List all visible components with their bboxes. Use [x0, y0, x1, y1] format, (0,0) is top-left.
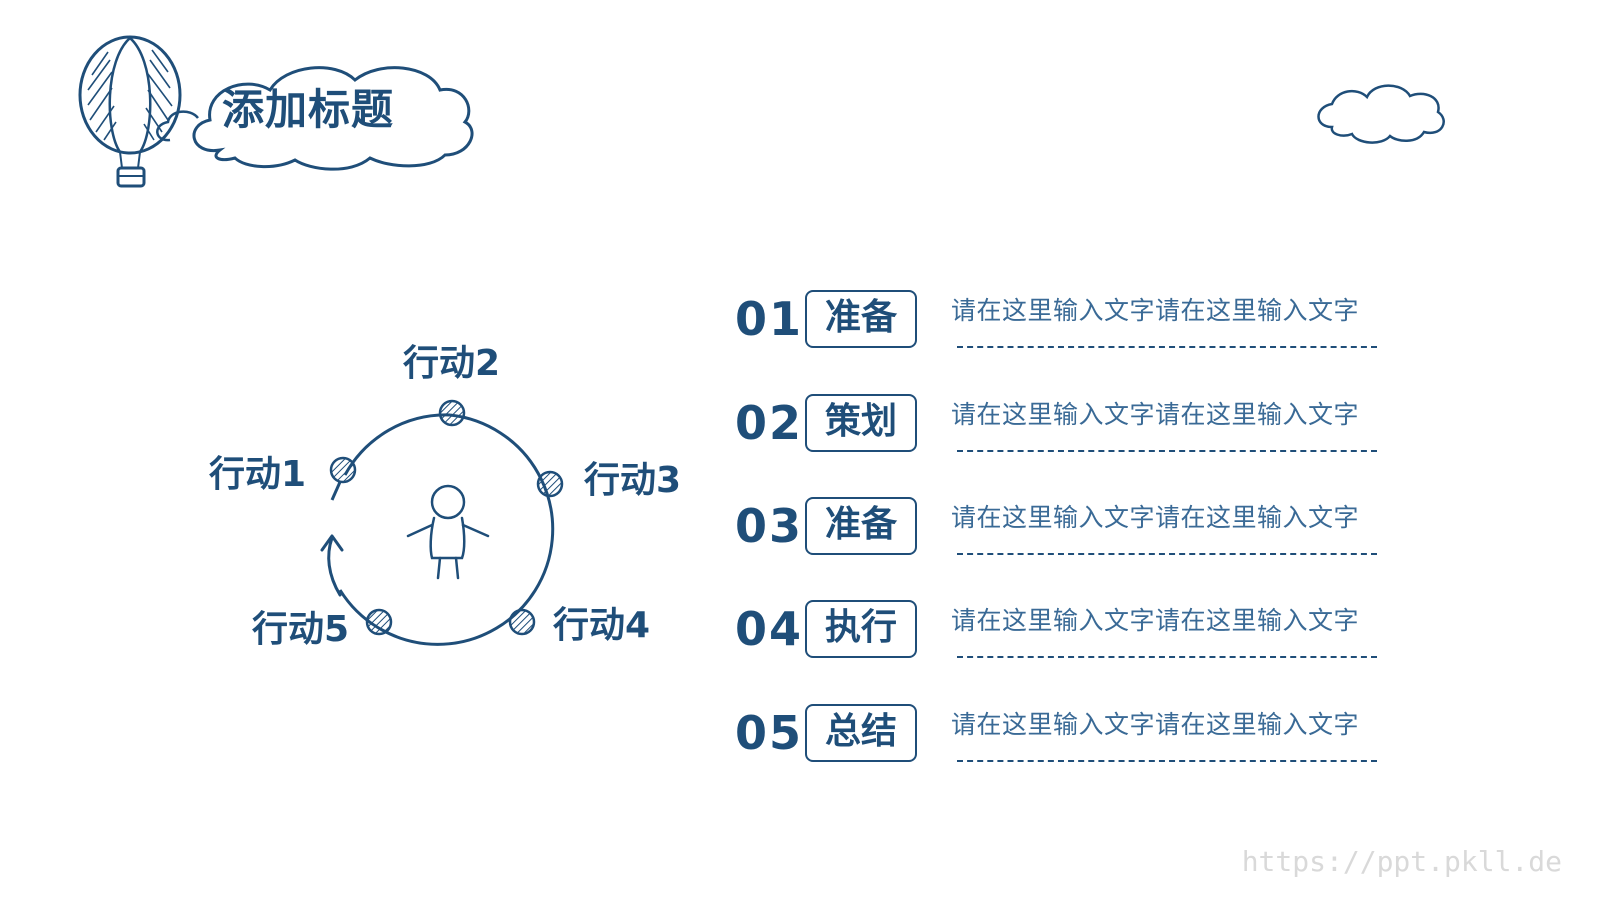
list-item: 02 策划 请在这里输入文字请在这里输入文字: [735, 394, 1395, 480]
page-title: 添加标题: [222, 85, 395, 134]
list-item: 05 总结 请在这里输入文字请在这里输入文字: [735, 704, 1395, 790]
cycle-arrow-icon: [320, 534, 344, 597]
dashed-divider: [957, 346, 1377, 348]
item-tag: 准备: [824, 297, 897, 338]
item-tag: 总结: [824, 711, 897, 752]
dashed-divider: [957, 656, 1377, 658]
node-action-5: [365, 608, 393, 636]
dashed-divider: [957, 553, 1377, 555]
watermark-text: https://ppt.pkll.de: [1241, 845, 1562, 878]
dashed-divider: [957, 450, 1377, 452]
node-action-4: [508, 608, 536, 636]
list-item: 03 准备 请在这里输入文字请在这里输入文字: [735, 497, 1395, 583]
action-label-2: 行动2: [403, 343, 501, 384]
item-number: 03: [735, 499, 804, 553]
node-action-2: [438, 399, 466, 427]
item-number: 04: [735, 602, 804, 656]
action-label-5: 行动5: [252, 609, 350, 650]
item-tag-box: 准备: [805, 290, 917, 348]
action-label-4: 行动4: [553, 605, 651, 646]
node-action-3: [536, 470, 564, 498]
item-tag-box: 总结: [805, 704, 917, 762]
item-description: 请在这里输入文字请在这里输入文字: [951, 400, 1360, 429]
item-number: 01: [735, 292, 804, 346]
item-tag-box: 执行: [805, 600, 917, 658]
list-item: 01 准备 请在这里输入文字请在这里输入文字: [735, 290, 1395, 376]
item-tag-box: 策划: [805, 394, 917, 452]
item-number: 05: [735, 706, 804, 760]
hot-air-balloon-icon: [78, 35, 182, 188]
item-description: 请在这里输入文字请在这里输入文字: [951, 710, 1360, 739]
item-description: 请在这里输入文字请在这里输入文字: [951, 503, 1360, 532]
action-label-3: 行动3: [584, 460, 682, 501]
list-item: 04 执行 请在这里输入文字请在这里输入文字: [735, 600, 1395, 686]
item-description: 请在这里输入文字请在这里输入文字: [951, 296, 1360, 325]
item-tag-box: 准备: [805, 497, 917, 555]
title-cloud-icon: [192, 66, 474, 171]
item-tag: 准备: [824, 504, 897, 545]
item-tag: 策划: [824, 401, 897, 442]
item-number: 02: [735, 396, 804, 450]
action-label-1: 行动1: [209, 454, 307, 495]
item-tag: 执行: [824, 607, 897, 648]
action-cycle-diagram: [320, 399, 564, 646]
item-description: 请在这里输入文字请在这里输入文字: [951, 606, 1360, 635]
node-action-1: [329, 456, 357, 501]
cloud-icon: [1317, 84, 1445, 144]
cycle-arc: [338, 413, 555, 646]
dashed-divider: [957, 760, 1377, 762]
person-icon: [406, 484, 490, 580]
title-decoration: [78, 35, 474, 188]
